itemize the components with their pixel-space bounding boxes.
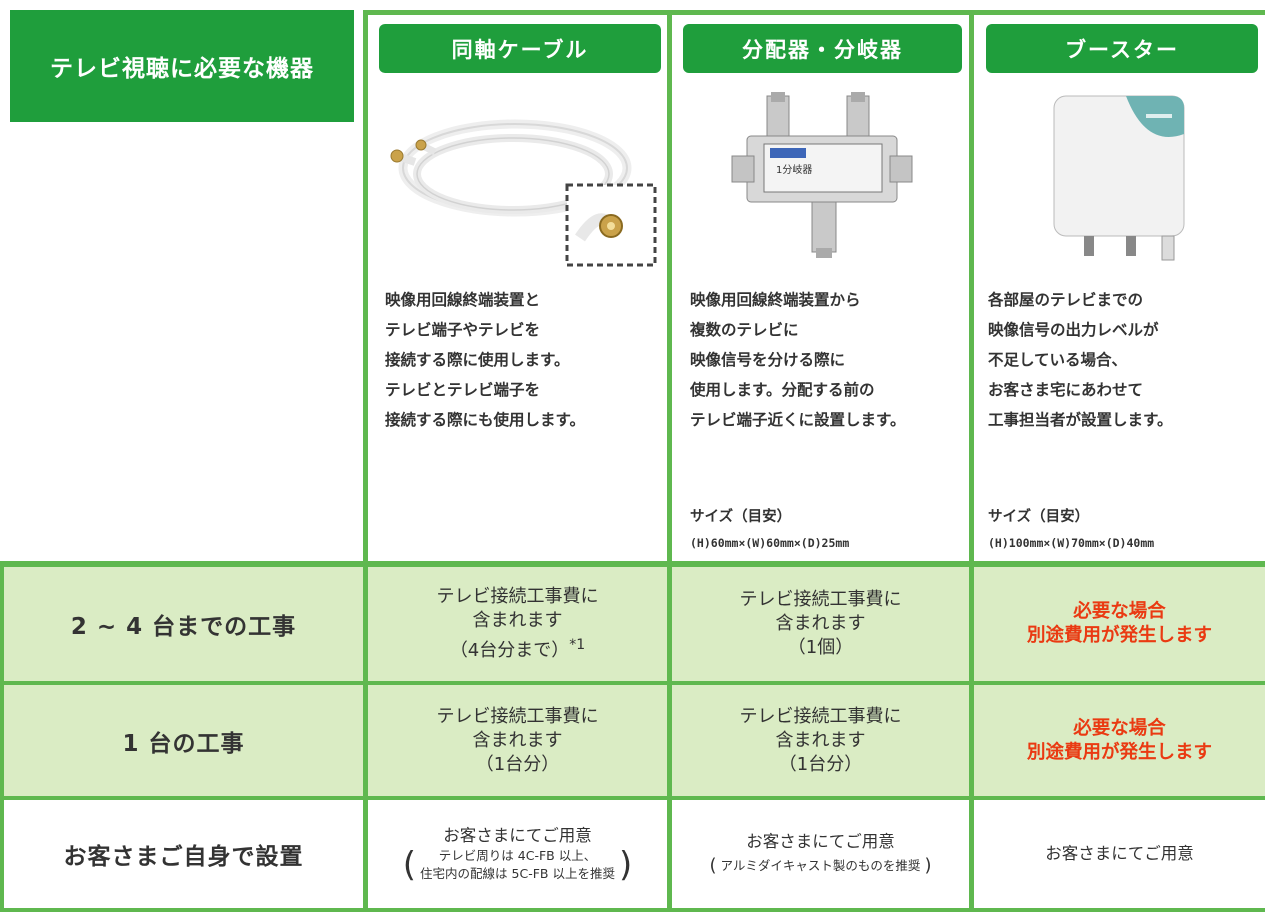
recommendation-note: ( アルミダイキャスト製のものを推奨 ): [710, 854, 932, 878]
cell-booster-self: お客さまにてご用意: [974, 800, 1265, 908]
cell-line: テレビ接続工事費に: [436, 705, 599, 727]
cell-splitter-2-4: テレビ接続工事費に 含まれます （1個）: [672, 567, 969, 681]
splitter-label: 1分岐器: [776, 163, 812, 176]
description-cable: 映像用回線終端装置と テレビ端子やテレビを 接続する際に使用します。 テレビとテ…: [385, 285, 655, 435]
row-band-2-4: [0, 566, 1265, 683]
cell-line: お客さまにてご用意: [443, 826, 592, 845]
cell-booster-2-4: 必要な場合 別途費用が発生します: [974, 567, 1265, 681]
cell-line: 別途費用が発生します: [1026, 625, 1212, 646]
splitter-photo: 1分岐器: [672, 88, 964, 273]
footnote-marker: *1: [569, 637, 586, 653]
cell-splitter-self: お客さまにてご用意 ( アルミダイキャスト製のものを推奨 ): [672, 800, 969, 908]
cell-cable-2-4: テレビ接続工事費に 含まれます （4台分まで）*1: [368, 567, 667, 681]
cell-cable-self: お客さまにてご用意 ( テレビ周りは 4C-FB 以上、 住宅内の配線は 5C-…: [368, 800, 667, 908]
cell-line: テレビ接続工事費に: [436, 586, 599, 607]
grid-line: [0, 908, 1265, 912]
description-line: 映像用回線終端装置から: [690, 291, 861, 309]
cell-line: 必要な場合: [1073, 717, 1166, 739]
column-heading-cable: 同軸ケーブル: [379, 24, 661, 73]
booster-photo: [976, 88, 1263, 273]
column-heading-splitter: 分配器・分岐器: [683, 24, 962, 73]
cell-line: テレビ接続工事費に: [739, 705, 902, 727]
description-line: 映像用回線終端装置と: [385, 291, 541, 309]
cell-line: お客さまにてご用意: [746, 832, 895, 851]
row-band-1: [0, 683, 1265, 798]
recommendation-note: ( テレビ周りは 4C-FB 以上、 住宅内の配線は 5C-FB 以上を推奨 ): [403, 847, 632, 883]
coaxial-cable-photo: [375, 88, 665, 273]
grid-line: [0, 561, 1265, 567]
grid-line: [0, 561, 4, 912]
cell-line: 含まれます: [775, 729, 866, 751]
column-heading-booster: ブースター: [986, 24, 1258, 73]
description-line: 各部屋のテレビまでの: [988, 291, 1144, 309]
description-line: 接続する際に使用します。: [385, 351, 570, 369]
cell-line: 含まれます: [775, 613, 866, 634]
description-line: テレビとテレビ端子を: [385, 381, 541, 399]
page-title: テレビ視聴に必要な機器: [10, 10, 354, 122]
cell-cable-1: テレビ接続工事費に 含まれます （1台分）: [368, 685, 667, 796]
cell-booster-1: 必要な場合 別途費用が発生します: [974, 685, 1265, 796]
cell-line: アルミダイキャスト製のものを推奨: [720, 858, 921, 873]
description-line: テレビ端子近くに設置します。: [690, 411, 906, 429]
cell-line: 別途費用が発生します: [1026, 741, 1212, 763]
paren-left: (: [709, 855, 717, 876]
size-value-splitter: (H)60mm×(W)60mm×(D)25mm: [690, 536, 850, 550]
description-line: 接続する際にも使用します。: [385, 411, 585, 429]
cell-line: 含まれます: [472, 610, 563, 631]
cell-line: （4台分まで）*1: [450, 633, 585, 663]
size-label-booster: サイズ（目安）: [988, 509, 1090, 525]
grid-line: [0, 796, 1265, 800]
description-line: 映像信号を分ける際に: [690, 351, 846, 369]
description-line: 複数のテレビに: [690, 321, 799, 339]
description-line: 使用します。分配する前の: [690, 381, 875, 399]
cell-line: 含まれます: [472, 729, 563, 751]
description-booster: 各部屋のテレビまでの 映像信号の出力レベルが 不足している場合、 お客さま宅にあ…: [988, 285, 1258, 435]
cell-line: （1台分）: [475, 753, 560, 775]
cell-splitter-1: テレビ接続工事費に 含まれます （1台分）: [672, 685, 969, 796]
row-label-2-4-units: 2 ~ 4 台までの工事: [70, 614, 297, 640]
description-line: 映像信号の出力レベルが: [988, 321, 1159, 339]
description-line: テレビ端子やテレビを: [385, 321, 541, 339]
paren-right: ): [618, 845, 633, 885]
grid-line: [363, 10, 368, 912]
cell-line: テレビ周りは 4C-FB 以上、: [438, 848, 597, 863]
grid-line: [667, 10, 672, 912]
grid-line: [363, 10, 1265, 15]
note-lines: テレビ周りは 4C-FB 以上、 住宅内の配線は 5C-FB 以上を推奨: [420, 847, 615, 883]
description-line: 不足している場合、: [988, 351, 1128, 369]
cell-line: テレビ接続工事費に: [739, 589, 902, 610]
size-value-booster: (H)100mm×(W)70mm×(D)40mm: [988, 536, 1155, 550]
cell-line: お客さまにてご用意: [1045, 844, 1194, 863]
cell-line: （1台分）: [778, 753, 863, 775]
description-line: 工事担当者が設置します。: [988, 411, 1173, 429]
cell-line: （4台分まで）: [449, 640, 570, 661]
row-label-1-unit: 1 台の工事: [122, 730, 245, 757]
paren-left: (: [402, 845, 417, 885]
description-line: お客さま宅にあわせて: [988, 381, 1144, 399]
paren-right: ): [924, 855, 932, 876]
grid-line: [0, 681, 1265, 685]
cell-line: 必要な場合: [1073, 601, 1166, 622]
row-label-self-install: お客さまご自身で設置: [63, 844, 304, 870]
description-splitter: 映像用回線終端装置から 複数のテレビに 映像信号を分ける際に 使用します。分配す…: [690, 285, 960, 435]
size-label-splitter: サイズ（目安）: [690, 509, 792, 525]
grid-line: [969, 10, 974, 912]
cell-line: （1個）: [787, 637, 854, 658]
cell-line: 住宅内の配線は 5C-FB 以上を推奨: [420, 866, 615, 881]
